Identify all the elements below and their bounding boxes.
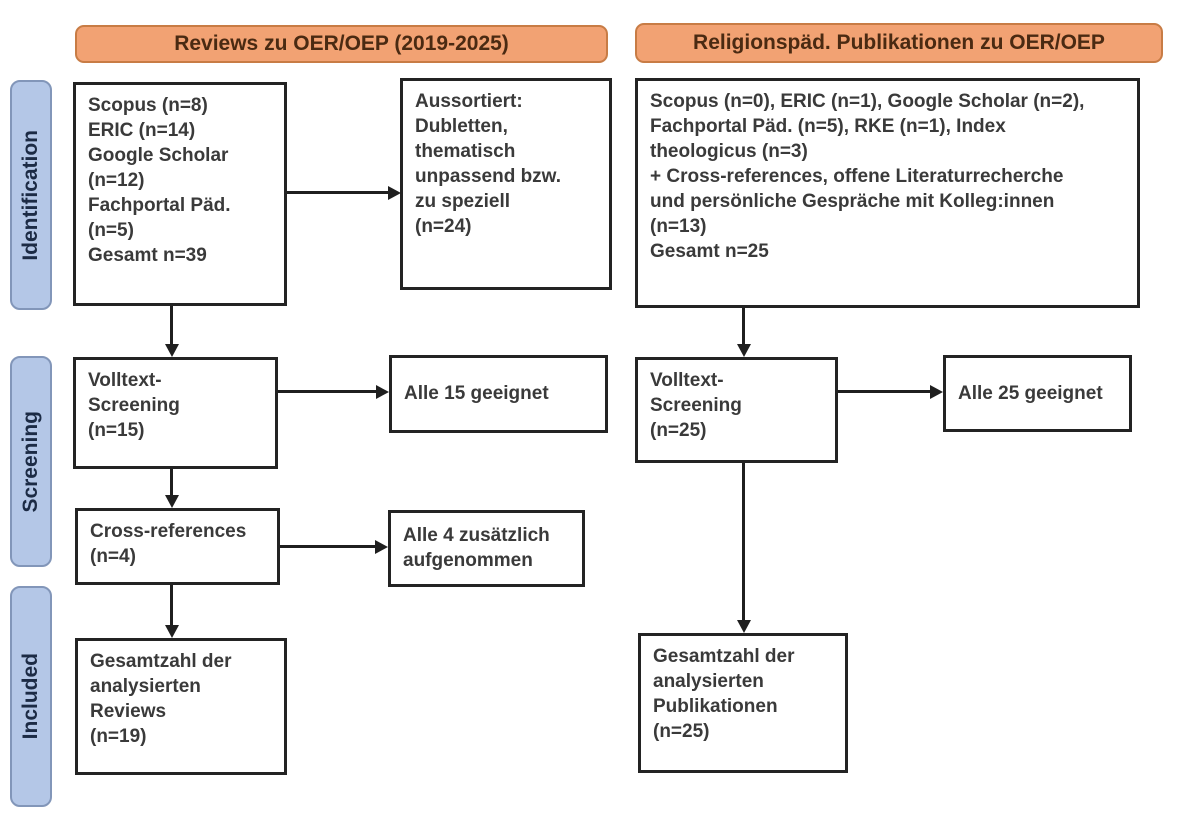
phase-screening: Screening xyxy=(10,356,52,567)
arrow-right-head-icon xyxy=(376,385,389,399)
phase-identification: Identification xyxy=(10,80,52,310)
box-left-excluded: Aussortiert: Dubletten, thematisch unpas… xyxy=(400,78,612,290)
arrow-line xyxy=(287,191,388,194)
arrow-line xyxy=(278,390,376,393)
arrow-down-head-icon xyxy=(737,620,751,633)
arrow-line xyxy=(280,545,375,548)
box-right-fulltext-screening: Volltext- Screening (n=25) xyxy=(635,357,838,463)
arrow-line xyxy=(742,463,745,621)
arrow-line xyxy=(170,306,173,345)
header-right-column: Religionspäd. Publikationen zu OER/OEP xyxy=(635,23,1163,63)
box-left-total-included: Gesamtzahl der analysierten Reviews (n=1… xyxy=(75,638,287,775)
arrow-right-head-icon xyxy=(388,186,401,200)
phase-identification-label: Identification xyxy=(19,129,42,261)
header-right-label: Religionspäd. Publikationen zu OER/OEP xyxy=(693,31,1105,54)
arrow-down-head-icon xyxy=(165,344,179,357)
header-left-label: Reviews zu OER/OEP (2019-2025) xyxy=(174,32,509,55)
box-right-sources: Scopus (n=0), ERIC (n=1), Google Scholar… xyxy=(635,78,1140,308)
arrow-line xyxy=(742,308,745,345)
header-left-column: Reviews zu OER/OEP (2019-2025) xyxy=(75,25,608,63)
arrow-down-head-icon xyxy=(165,495,179,508)
arrow-right-head-icon xyxy=(930,385,943,399)
arrow-down-head-icon xyxy=(737,344,751,357)
box-left-all-suitable: Alle 15 geeignet xyxy=(389,355,608,433)
arrow-right-head-icon xyxy=(375,540,388,554)
phase-screening-label: Screening xyxy=(19,410,42,513)
phase-included-label: Included xyxy=(19,653,42,740)
box-right-total-included: Gesamtzahl der analysierten Publikatione… xyxy=(638,633,848,773)
box-right-all-suitable: Alle 25 geeignet xyxy=(943,355,1132,432)
arrow-line xyxy=(838,390,930,393)
box-left-sources: Scopus (n=8) ERIC (n=14) Google Scholar … xyxy=(73,82,287,306)
box-left-additional-included: Alle 4 zusätzlich aufgenommen xyxy=(388,510,585,587)
arrow-line xyxy=(170,469,173,496)
box-left-fulltext-screening: Volltext- Screening (n=15) xyxy=(73,357,278,469)
phase-included: Included xyxy=(10,586,52,807)
arrow-line xyxy=(170,585,173,626)
arrow-down-head-icon xyxy=(165,625,179,638)
box-left-cross-references: Cross-references (n=4) xyxy=(75,508,280,585)
